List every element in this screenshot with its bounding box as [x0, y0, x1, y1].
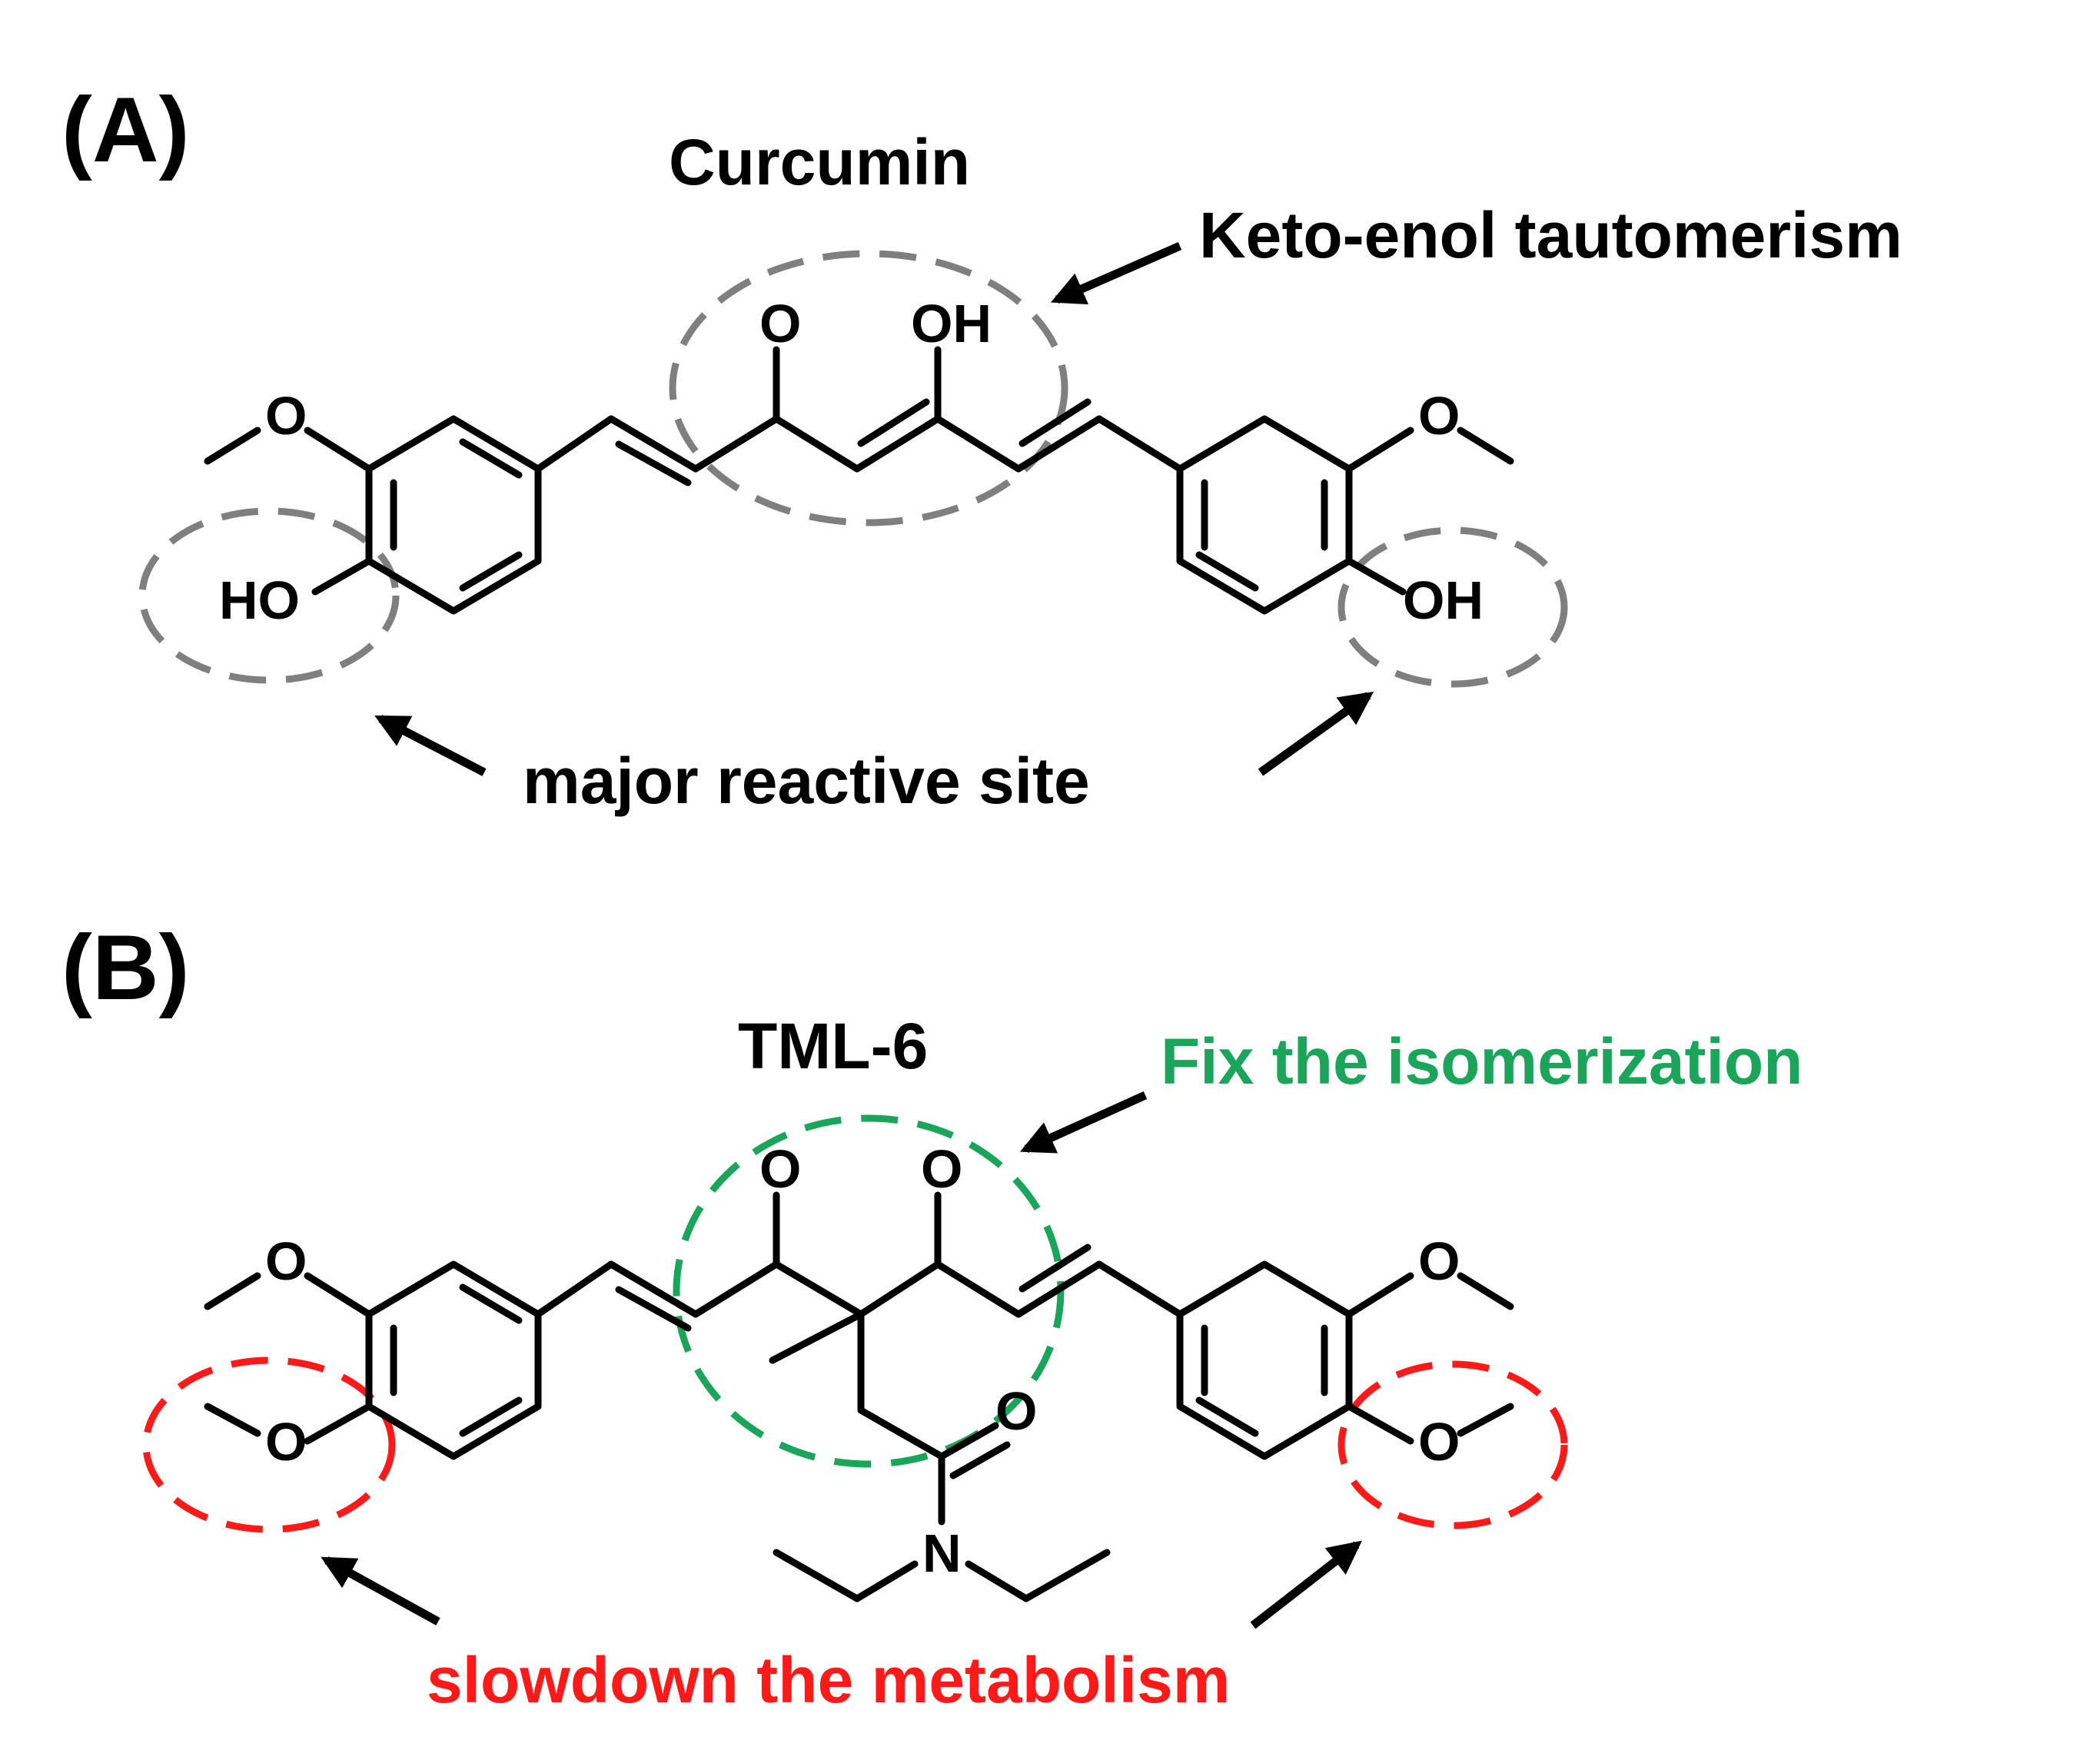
keto-enol-circle — [669, 250, 1068, 526]
methoxy-right-circle — [1337, 1360, 1568, 1529]
curcumin-structure — [204, 346, 1514, 615]
slowdown-right-arrow — [1250, 1540, 1362, 1629]
phenol-hydroxyl-left: HO — [219, 570, 300, 630]
keto-oxygen-right: O — [921, 1139, 962, 1199]
reactive-site-left-arrow — [374, 715, 487, 776]
methoxy-oxygen-left-bottom: O — [265, 1412, 307, 1472]
phenol-left-circle — [138, 507, 400, 684]
panel-a-title: Curcumin — [669, 126, 970, 198]
tml6-structure — [204, 1191, 1514, 1602]
panel-b: (B) TML-6 Fix the isomerization slowdown… — [61, 916, 1803, 1716]
keto-enol-arrow — [1050, 241, 1182, 305]
fix-isomerization-annotation: Fix the isomerization — [1161, 1025, 1803, 1097]
amide-oxygen: O — [995, 1381, 1037, 1441]
methoxy-left-circle — [142, 1356, 396, 1533]
fix-isomerization-arrow — [1019, 1091, 1148, 1154]
methoxy-oxygen-left-top: O — [265, 1231, 307, 1291]
phenol-right-circle — [1337, 526, 1568, 688]
reactive-site-annotation: major reactive site — [523, 745, 1090, 817]
panel-a-label: (A) — [61, 78, 190, 181]
keto-oxygen-left: O — [759, 1139, 801, 1199]
amide-nitrogen: N — [922, 1523, 962, 1583]
methoxy-oxygen-right-top: O — [1418, 1231, 1460, 1291]
keto-enol-annotation: Keto-enol tautomerism — [1199, 199, 1902, 271]
reactive-site-right-arrow — [1258, 691, 1374, 776]
slowdown-metabolism-annotation: slowdown the metabolism — [427, 1644, 1230, 1716]
methoxy-oxygen-left: O — [265, 386, 307, 446]
panel-b-label: (B) — [61, 916, 190, 1019]
enol-hydroxyl: OH — [911, 294, 992, 354]
panel-a: (A) Curcumin Keto-enol tautomerism major… — [61, 78, 1902, 817]
slowdown-left-arrow — [321, 1556, 440, 1625]
methoxy-oxygen-right: O — [1418, 386, 1460, 446]
keto-oxygen: O — [759, 294, 801, 354]
methoxy-oxygen-right-bottom: O — [1418, 1412, 1460, 1472]
panel-b-title: TML-6 — [738, 1010, 928, 1082]
phenol-hydroxyl-right: OH — [1403, 570, 1484, 630]
